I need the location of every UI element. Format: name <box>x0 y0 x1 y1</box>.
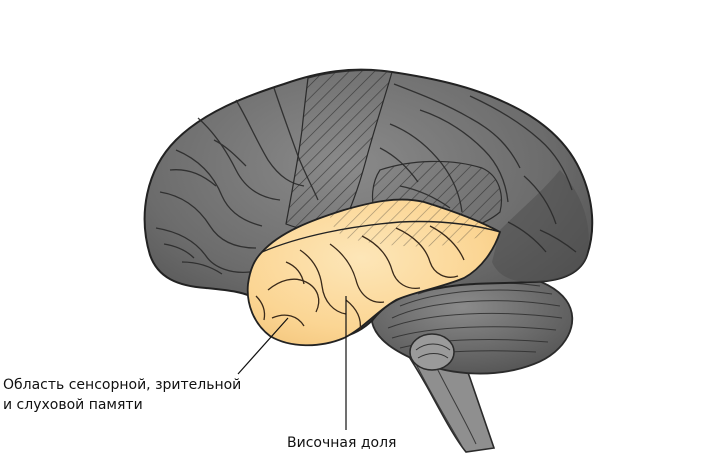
label-sensory-memory-area: Область сенсорной, зрительной и слуховой… <box>3 375 241 415</box>
label-temporal-lobe: Височная доля <box>287 435 397 451</box>
leader-line-sensory <box>237 317 289 375</box>
label-sensory-line-2: и слуховой памяти <box>3 397 143 413</box>
temporal-gyri <box>255 225 465 331</box>
label-sensory-line-1: Область сенсорной, зрительной <box>3 377 242 393</box>
pons <box>409 333 455 371</box>
